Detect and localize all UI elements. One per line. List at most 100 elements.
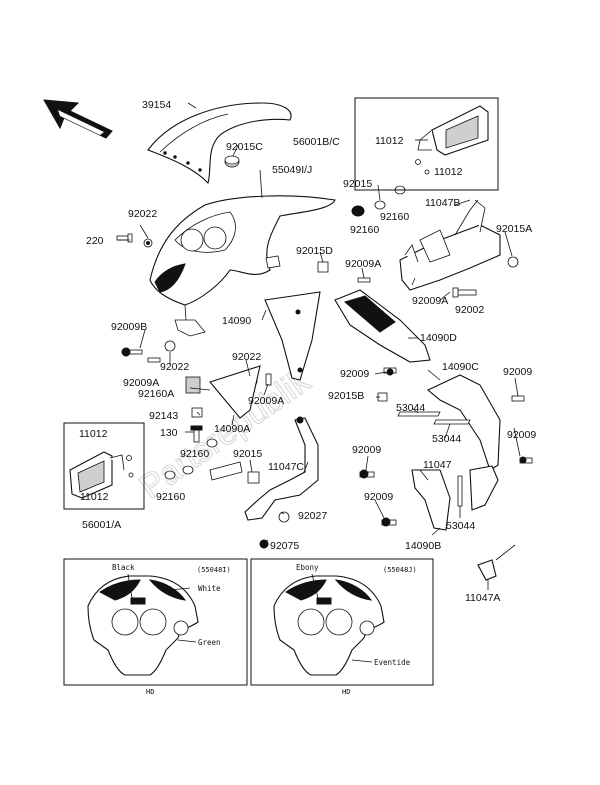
label-14090B: 14090B [405, 540, 441, 552]
color-inset-left: (55048I) Black White Green HD [63, 558, 248, 696]
inset-right-color-1: Eventide [374, 658, 411, 667]
label-92002: 92002 [455, 304, 484, 316]
label-92015C: 92015C [226, 141, 263, 153]
part-labels: 39154 92015C 55049I/J 56001B/C 11012 110… [79, 99, 536, 604]
strip-53044-a [397, 411, 441, 417]
nut-92027 [278, 511, 290, 523]
washer-92022 [143, 238, 153, 248]
label-92009-e: 92009 [507, 429, 536, 441]
label-11012-b: 11012 [434, 166, 463, 178]
bolt-92009A [357, 277, 371, 283]
label-92160-c: 92160 [180, 448, 209, 460]
inset-right-color-0: Ebony [296, 563, 319, 572]
mirror-lh-box [63, 422, 145, 510]
label-92027: 92027 [298, 510, 327, 522]
label-56001A: 56001/A [82, 519, 121, 531]
label-92160-d: 92160 [156, 491, 185, 503]
clamp-bracket [209, 461, 243, 481]
label-92022-c: 92022 [232, 351, 261, 363]
label-11012-d: 11012 [80, 491, 109, 503]
label-92009A-b: 92009A [412, 295, 448, 307]
bolt-92009A-c [265, 373, 272, 386]
label-39154: 39154 [142, 99, 171, 111]
mirror-rh [417, 105, 489, 156]
panel-14090B [411, 469, 451, 531]
bolt-92002 [452, 287, 477, 298]
label-55049IJ: 55049I/J [272, 164, 312, 176]
label-92015: 92015 [343, 178, 372, 190]
label-92009-b: 92009 [503, 366, 532, 378]
label-11047C: 11047C [268, 461, 304, 473]
direction-arrow-icon [43, 99, 113, 139]
collar-92160-e [182, 465, 194, 475]
label-220: 220 [86, 235, 104, 247]
collar-92160-d [164, 470, 176, 480]
label-92160-a: 92160 [350, 224, 379, 236]
label-92009A-c: 92009A [123, 377, 159, 389]
bolt-130 [190, 425, 203, 443]
label-92143: 92143 [149, 410, 178, 422]
label-92160-b: 92160 [380, 211, 409, 223]
bolt-92009-e [519, 456, 533, 464]
bolt-92009-b [511, 395, 525, 402]
label-92015B: 92015B [328, 390, 364, 402]
label-53044-b: 53044 [432, 433, 461, 445]
strip-53044-b [433, 419, 471, 425]
label-53044-c: 53044 [446, 520, 475, 532]
nut-92015A [507, 256, 519, 268]
grommet [224, 155, 240, 168]
label-11047B: 11047B [425, 197, 460, 209]
bracket-cowl-left [174, 304, 206, 337]
bracket-11047A [477, 544, 516, 581]
label-92015A: 92015A [496, 223, 532, 235]
leader-lines [117, 102, 521, 590]
inner-panel-right [469, 465, 499, 511]
label-92015D: 92015D [296, 245, 333, 257]
label-92009-a: 92009 [340, 368, 369, 380]
label-11012-a: 11012 [375, 135, 404, 147]
upper-cowl [149, 195, 336, 306]
bolt-92009A-b [147, 357, 161, 363]
label-11047: 11047 [423, 459, 452, 471]
label-14090D: 14090D [420, 332, 457, 344]
bolt-92009-c [359, 469, 375, 479]
inner-panel-14090 [264, 291, 321, 381]
bolt-92009B [121, 347, 143, 357]
label-92009A-d: 92009A [248, 395, 284, 407]
inset-left-color-2: Green [198, 638, 221, 647]
duct-14090C [426, 374, 501, 471]
screw-11012-a [415, 159, 421, 165]
inset-right-footer: HD [342, 688, 350, 696]
stay-11047C [244, 416, 319, 521]
clip-92015D [317, 261, 329, 273]
inset-left-color-1: White [198, 584, 221, 593]
label-92022-a: 92022 [128, 208, 157, 220]
color-inset-right: (55048J) Ebony Eventide HD [250, 558, 434, 696]
inset-left-footer: HD [146, 688, 154, 696]
nut-92015 [351, 205, 365, 217]
screw-11012-d [128, 472, 134, 478]
inset-left-code: (55048I) [197, 566, 231, 574]
air-duct [334, 289, 431, 363]
label-14090A: 14090A [214, 423, 250, 435]
washer-92022-b [164, 340, 176, 352]
label-92009A-a: 92009A [345, 258, 381, 270]
screw-11012-c [126, 455, 132, 461]
label-92160A: 92160A [138, 388, 174, 400]
bolt-92009-d [381, 517, 397, 527]
label-53044-a: 53044 [396, 402, 425, 414]
windshield [147, 102, 292, 185]
label-92075: 92075 [270, 540, 299, 552]
label-92015-e: 92015 [233, 448, 262, 460]
bolt-220 [116, 233, 133, 243]
bolt-92009-a [383, 367, 397, 376]
label-130: 130 [160, 427, 178, 439]
mirror-lh [69, 451, 125, 499]
inset-left-color-0: Black [112, 563, 135, 572]
label-14090: 14090 [222, 315, 251, 327]
label-14090C: 14090C [442, 361, 479, 373]
mirror-rh-box [354, 97, 499, 191]
label-56001BC: 56001B/C [293, 136, 340, 148]
label-11047A: 11047A [465, 592, 500, 604]
